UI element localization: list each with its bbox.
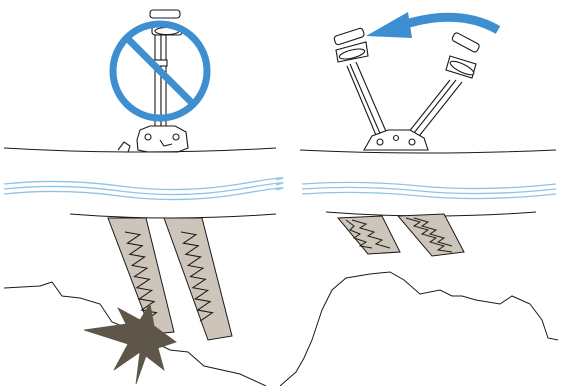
hull-bottom-left — [69, 213, 277, 219]
fins-raised — [336, 213, 465, 257]
water-surface-right — [301, 181, 557, 200]
fins-down — [107, 217, 233, 341]
hull-line-left — [3, 147, 277, 153]
hull-line-right — [299, 149, 557, 154]
right-panel — [279, 12, 559, 386]
seabed-right — [279, 271, 559, 386]
prohibited-icon — [109, 20, 211, 122]
curved-arrow-icon — [366, 12, 501, 38]
left-panel — [3, 9, 284, 386]
impact-burst-icon — [83, 302, 177, 385]
water-surface-left — [3, 177, 284, 201]
pedals-raised — [333, 27, 480, 151]
pedal-drive-upright — [117, 9, 189, 153]
